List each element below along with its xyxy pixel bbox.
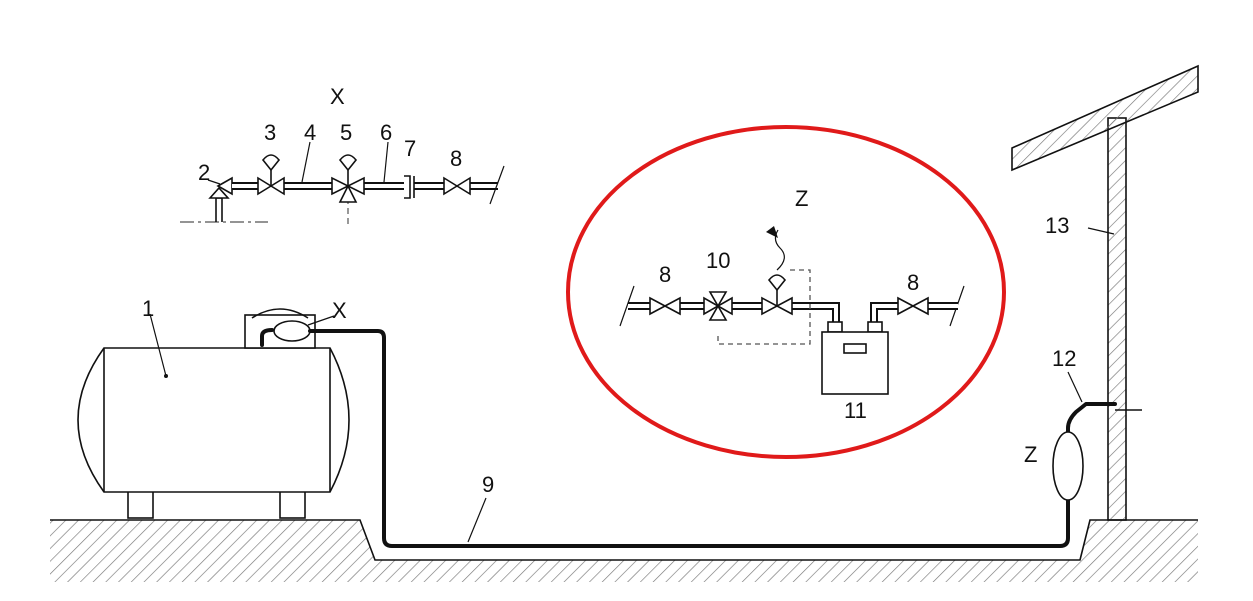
- label-pipe-6: 6: [380, 120, 392, 145]
- label-meter-11: 11: [844, 398, 867, 423]
- label-wall-13: 13: [1045, 213, 1069, 238]
- label-pipe-9: 9: [482, 472, 494, 497]
- detail-z: Z 8 10 8 11: [566, 125, 1006, 459]
- label-flange-7: 7: [404, 136, 416, 161]
- detail-x-title: X: [330, 84, 345, 109]
- label-valve-3: 3: [264, 120, 276, 145]
- label-detail-x-marker: X: [332, 298, 347, 323]
- label-detail-z-marker: Z: [1024, 442, 1037, 467]
- label-regulator-10: 10: [706, 248, 730, 273]
- label-valve-8-x: 8: [450, 146, 462, 171]
- detail-x: X 2 3 4 5 6: [180, 84, 505, 228]
- detail-z-title: Z: [795, 186, 808, 211]
- z-component: [1052, 431, 1084, 501]
- label-valve-8-z-right: 8: [907, 270, 919, 295]
- gas-meter: [821, 331, 889, 395]
- building-wall: [1011, 64, 1199, 521]
- label-valve-8-z-left: 8: [659, 262, 671, 287]
- label-valve-5: 5: [340, 120, 352, 145]
- label-pipe-4: 4: [304, 120, 316, 145]
- lpg-tank: [77, 308, 350, 519]
- label-entry-12: 12: [1052, 346, 1076, 371]
- label-nozzle-2: 2: [198, 160, 210, 185]
- underground-gas-pipe: [308, 329, 1117, 548]
- ground: [50, 519, 1198, 582]
- detail-z-highlight: [566, 125, 1006, 459]
- label-tank-1: 1: [142, 296, 154, 321]
